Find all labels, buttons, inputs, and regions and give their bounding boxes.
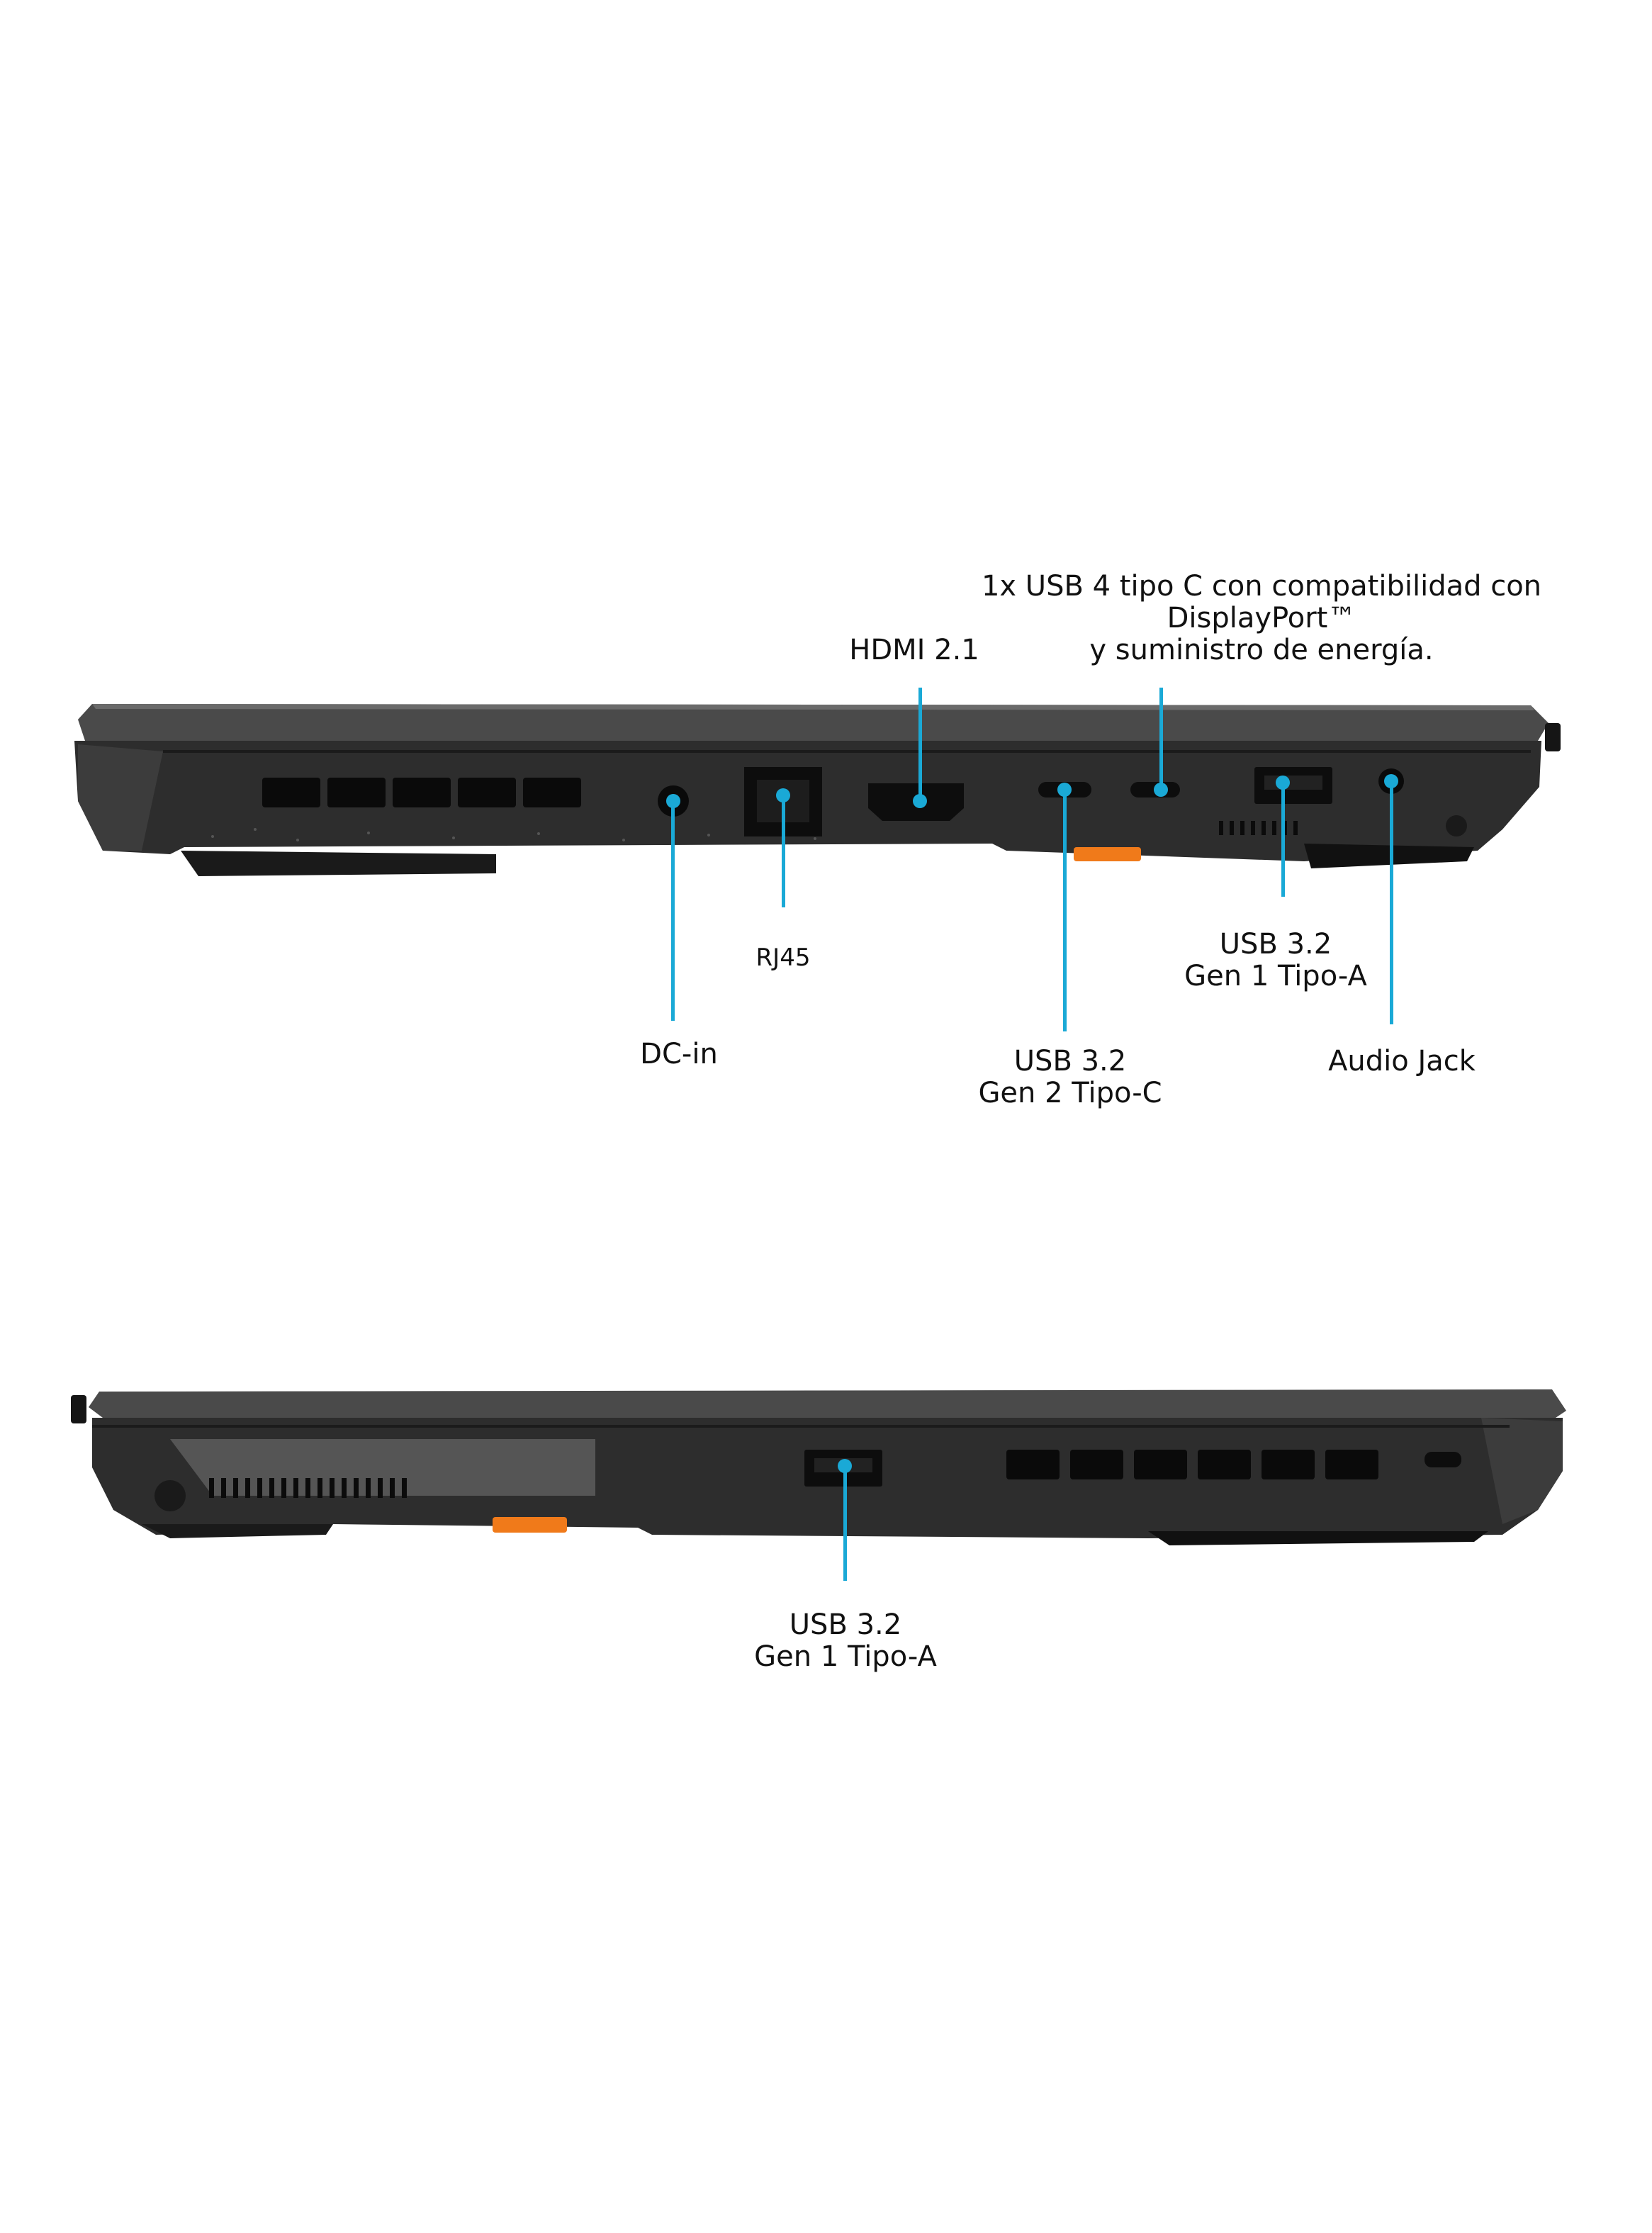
callout-line-dcin [671, 801, 675, 1021]
label-hdmi: HDMI 2.1 [849, 634, 979, 666]
label-usba-bottom-line2: Gen 1 Tipo-A [754, 1640, 937, 1673]
orange-accent [1074, 847, 1141, 861]
label-audio-jack: Audio Jack [1328, 1045, 1476, 1078]
label-usb4-line1: 1x USB 4 tipo C con compatibilidad con [981, 570, 1542, 603]
laptop-bottom-side-view [71, 1389, 1566, 1545]
callout-dot-dcin [666, 794, 680, 808]
callout-dot-usbc-gen2 [1057, 783, 1072, 797]
label-usbc-gen2: USB 3.2 Gen 2 Tipo-C [978, 1046, 1162, 1109]
label-usba-top-line2: Gen 1 Tipo-A [1184, 960, 1367, 992]
vent-grille-left [262, 778, 581, 807]
lock-slot [1425, 1452, 1461, 1467]
callout-dot-usba-top [1276, 776, 1290, 790]
label-dcin: DC-in [640, 1038, 718, 1070]
callout-line-usba-top [1281, 776, 1285, 897]
callout-dot-audio [1384, 774, 1398, 788]
callout-dot-usba-bottom [838, 1459, 852, 1473]
callout-line-usba-bottom [843, 1460, 847, 1581]
label-usbc-gen2-line1: USB 3.2 [1013, 1045, 1127, 1078]
label-usb4-line3: y suministro de energía. [1089, 634, 1434, 666]
label-usba-top-line1: USB 3.2 [1219, 928, 1332, 961]
callout-dot-hdmi [913, 794, 927, 808]
callout-line-rj45 [782, 794, 785, 907]
label-usbc-gen2-line2: Gen 2 Tipo-C [978, 1077, 1162, 1109]
label-usba-top: USB 3.2 Gen 1 Tipo-A [1184, 929, 1367, 992]
callout-line-hdmi [918, 688, 922, 801]
label-rj45: RJ45 [755, 944, 811, 972]
label-usb4-line2: DisplayPort™ [1167, 602, 1356, 634]
callout-dot-rj45 [776, 788, 790, 802]
label-usb4: 1x USB 4 tipo C con compatibilidad con D… [982, 571, 1541, 666]
callout-line-audio [1390, 780, 1393, 1024]
callout-line-usbc-gen2 [1063, 790, 1067, 1031]
label-usba-bottom: USB 3.2 Gen 1 Tipo-A [754, 1609, 937, 1673]
laptop-top-side-view [74, 704, 1561, 876]
label-usba-bottom-line1: USB 3.2 [789, 1608, 902, 1641]
callout-line-usb4 [1159, 688, 1163, 790]
callout-dot-usb4 [1154, 783, 1168, 797]
